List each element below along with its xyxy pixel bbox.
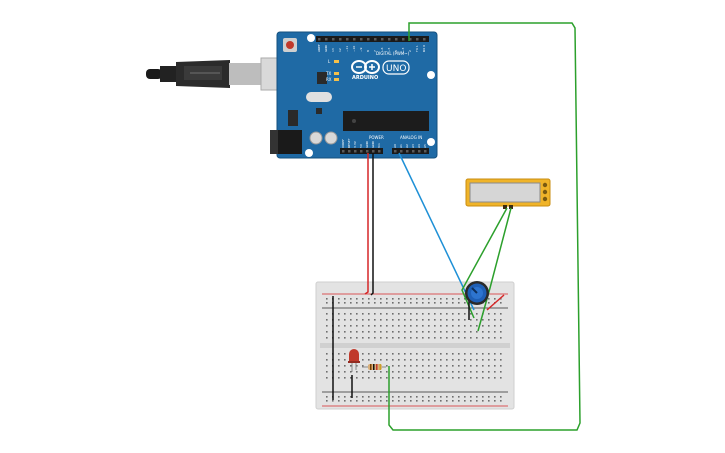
- wire-analog-blue[interactable]: [398, 152, 475, 311]
- header-pin[interactable]: [418, 150, 421, 153]
- arduino-brand-text: ARDUINO: [352, 75, 378, 81]
- header-pin[interactable]: [372, 150, 375, 153]
- header-pin[interactable]: [342, 150, 345, 153]
- breadboard-holes: [326, 298, 502, 402]
- pin-label: GND: [365, 140, 369, 148]
- header-pin[interactable]: [394, 150, 397, 153]
- pin-label: A3: [411, 144, 415, 148]
- wire-pot-red[interactable]: [486, 294, 505, 311]
- pin-label: 5V: [359, 143, 363, 148]
- pin-label: 8: [366, 50, 370, 52]
- pin-label: 12: [338, 48, 342, 52]
- header-pin[interactable]: [381, 38, 384, 41]
- header-pin[interactable]: [402, 38, 405, 41]
- header-pin[interactable]: [367, 38, 370, 41]
- header-pin[interactable]: [318, 38, 321, 41]
- pin-label: Vin: [377, 143, 381, 148]
- header-pin[interactable]: [339, 38, 342, 41]
- header-pin[interactable]: [360, 38, 363, 41]
- pin-label: RESET: [347, 138, 351, 148]
- resistor[interactable]: [362, 364, 386, 370]
- pin-label: 2: [408, 50, 412, 52]
- pin-label: IOREF: [341, 139, 345, 148]
- pin-label: A5: [423, 144, 427, 148]
- pin-label: ~9: [359, 47, 363, 52]
- pin-label: 3.3V: [353, 140, 357, 148]
- header-pin[interactable]: [348, 150, 351, 153]
- pin-label: ~10: [352, 46, 356, 52]
- tx-led-label: TX: [325, 71, 331, 76]
- red-led[interactable]: [348, 349, 360, 372]
- breadboard[interactable]: [315, 281, 515, 410]
- l-led-label: L: [328, 59, 331, 64]
- wire-5v-red[interactable]: [364, 153, 369, 295]
- arduino-model-text: UNO: [386, 64, 406, 74]
- analog-header-label: ANALOG IN: [400, 135, 422, 140]
- potentiometer[interactable]: [465, 281, 489, 305]
- wire-lcd-green-1[interactable]: [461, 207, 508, 319]
- microcontroller-chip: [343, 111, 429, 131]
- header-pin[interactable]: [400, 150, 403, 153]
- rx-led-label: RX: [326, 77, 332, 82]
- header-pin[interactable]: [332, 38, 335, 41]
- header-pin[interactable]: [378, 150, 381, 153]
- header-pin[interactable]: [354, 150, 357, 153]
- pin-label: 13: [331, 48, 335, 52]
- pin-label: AREF: [317, 44, 321, 52]
- pin-label: GND: [371, 140, 375, 148]
- usb-cable[interactable]: [146, 57, 300, 91]
- pin-label: A4: [417, 144, 421, 148]
- pin-label: ~5: [387, 47, 391, 52]
- header-pin[interactable]: [366, 150, 369, 153]
- digital-header-label: DIGITAL (PWM~): [376, 51, 410, 56]
- pin-label: RX 0: [422, 45, 426, 52]
- arduino-logo: [351, 60, 380, 74]
- wire-digital-green[interactable]: [388, 22, 581, 431]
- header-pin[interactable]: [374, 38, 377, 41]
- header-pin[interactable]: [346, 38, 349, 41]
- wire-lcd-green-2[interactable]: [477, 207, 512, 332]
- lcd-display[interactable]: [465, 178, 551, 209]
- pin-label: ~11: [345, 46, 349, 52]
- wire-gnd-black[interactable]: [370, 153, 374, 296]
- header-pin[interactable]: [406, 150, 409, 153]
- header-pin[interactable]: [409, 38, 412, 41]
- power-header-label: POWER: [369, 135, 384, 140]
- header-pin[interactable]: [360, 150, 363, 153]
- wires: [332, 22, 581, 431]
- header-pin[interactable]: [416, 38, 419, 41]
- header-pin[interactable]: [412, 150, 415, 153]
- pin-label: ~3: [401, 47, 405, 52]
- pin-label: ~6: [380, 47, 384, 52]
- pin-label: 4: [394, 50, 398, 52]
- pin-label: 7: [373, 50, 377, 52]
- pin-label: A2: [405, 144, 409, 148]
- pin-label: A0: [393, 144, 397, 148]
- pin-label: GND: [324, 44, 328, 52]
- header-pin[interactable]: [395, 38, 398, 41]
- header-pin[interactable]: [353, 38, 356, 41]
- header-pin[interactable]: [423, 38, 426, 41]
- header-pin[interactable]: [325, 38, 328, 41]
- header-pin[interactable]: [388, 38, 391, 41]
- pin-label: A1: [399, 144, 403, 148]
- pin-label: TX 1: [415, 45, 419, 53]
- header-pin[interactable]: [424, 150, 427, 153]
